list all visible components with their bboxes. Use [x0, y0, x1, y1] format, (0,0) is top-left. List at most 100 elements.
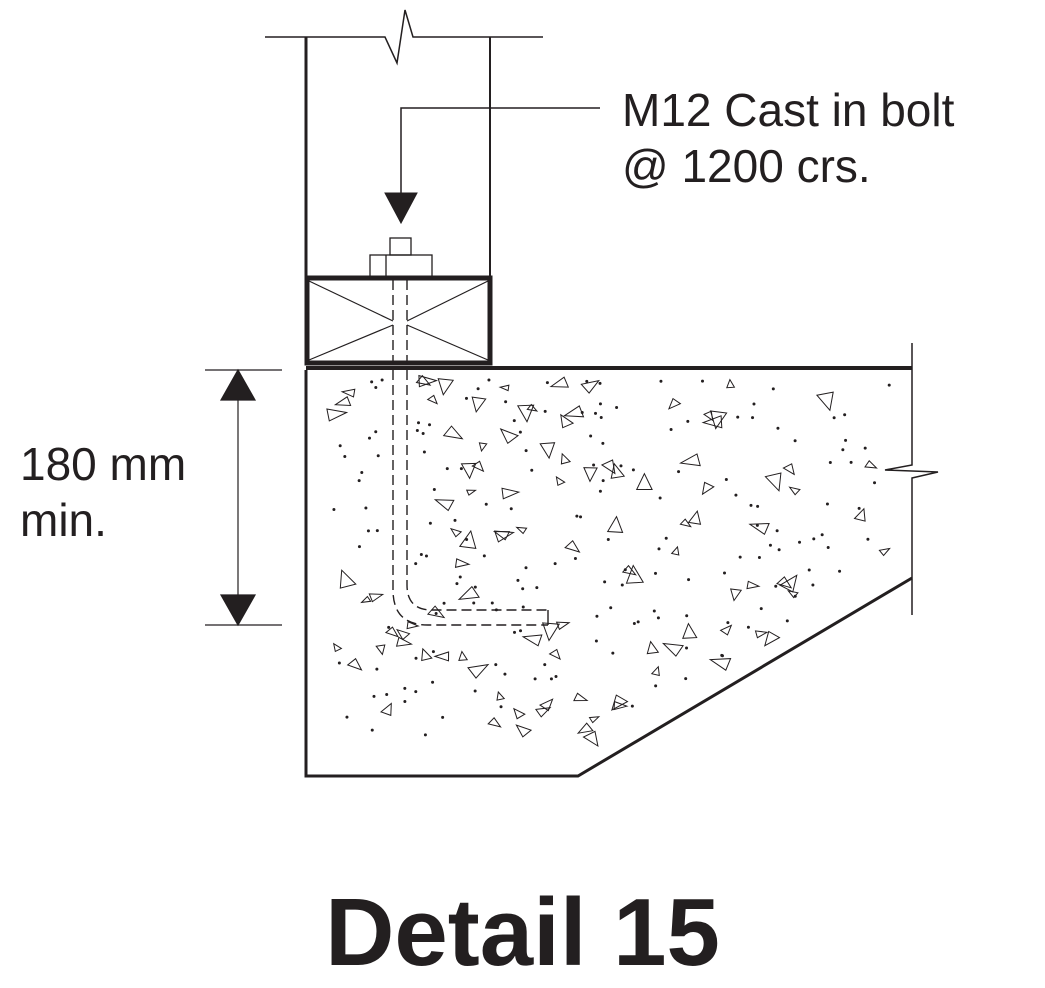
dimension-arrow-down-icon [219, 594, 257, 627]
aggregate [326, 374, 891, 748]
aggregate-dot [519, 629, 523, 633]
aggregate-stone [788, 486, 801, 496]
aggregate-dot [724, 477, 728, 481]
aggregate-stone [487, 717, 502, 728]
aggregate-stone [437, 378, 455, 396]
aggregate-dot [738, 555, 742, 559]
aggregate-dot [530, 468, 534, 472]
aggregate-dot [652, 609, 656, 613]
aggregate-dot [755, 523, 759, 527]
aggregate-stone [682, 622, 698, 639]
aggregate-stone [709, 410, 728, 430]
aggregate-stone [396, 628, 411, 641]
aggregate-stone [679, 453, 701, 467]
aggregate-dot [499, 705, 503, 709]
aggregate-stone [541, 622, 561, 642]
aggregate-dot [636, 620, 640, 624]
aggregate-stone [555, 475, 566, 487]
aggregate-dot [585, 379, 589, 383]
aggregate-dot [364, 506, 368, 510]
aggregate-dot [654, 684, 658, 688]
aggregate-dot [473, 585, 477, 589]
aggregate-dot [873, 481, 877, 485]
aggregate-dot [380, 378, 384, 382]
nut-washer [369, 237, 433, 279]
aggregate-dot [857, 506, 861, 510]
aggregate-dot [630, 704, 634, 708]
aggregate-stone [433, 651, 450, 662]
leader-arrow [384, 107, 600, 225]
aggregate-dot [370, 380, 374, 384]
aggregate-dot [535, 586, 539, 590]
aggregate-dot [606, 538, 610, 542]
aggregate-stone [501, 487, 521, 500]
aggregate-dot [771, 387, 775, 391]
aggregate-dot [521, 587, 525, 591]
aggregate-dot [589, 434, 593, 438]
dimension-label-line1: 180 mm [20, 438, 187, 490]
aggregate-dot [785, 619, 789, 623]
aggregate-dot [516, 578, 520, 582]
aggregate-dot [601, 479, 605, 483]
aggregate-dot [431, 680, 435, 684]
aggregate-dot [357, 545, 361, 549]
aggregate-dot [619, 464, 623, 468]
aggregate-dot [414, 690, 418, 694]
aggregate-stone [878, 547, 891, 557]
aggregate-stone [360, 595, 372, 604]
aggregate-dot [887, 383, 891, 387]
aggregate-dot [422, 450, 426, 454]
aggregate-stone [326, 408, 349, 422]
aggregate-stone [467, 663, 490, 679]
aggregate-stone [701, 415, 723, 429]
aggregate-stone [465, 489, 477, 496]
aggregate-stone [746, 580, 761, 590]
aggregate-stone [787, 590, 799, 599]
dimension-arrow-up-icon [219, 368, 257, 401]
aggregate-stone [661, 642, 684, 657]
aggregate-dot [751, 416, 755, 420]
aggregate-stone [499, 428, 520, 445]
aggregate-dot [434, 612, 438, 616]
aggregate-dot [723, 571, 727, 575]
aggregate-dot [592, 463, 596, 467]
aggregate-stone [864, 460, 878, 469]
aggregate-stone [442, 425, 464, 440]
aggregate-dot [473, 689, 477, 693]
aggregate-dot [337, 661, 341, 665]
aggregate-stone [613, 700, 629, 711]
aggregate-dot [736, 415, 740, 419]
aggregate-dot [357, 479, 361, 483]
aggregate-stone [539, 442, 556, 460]
aggregate-stone [458, 529, 477, 549]
aggregate-dot [726, 621, 730, 625]
aggregate-dot [503, 672, 507, 676]
aggregate-stone [670, 545, 680, 556]
aggregate-stone [384, 626, 399, 638]
aggregate-dot [385, 693, 389, 697]
aggregate-dot [843, 413, 847, 417]
aggregate-stone [548, 648, 561, 661]
aggregate-dot [419, 553, 423, 557]
aggregate-dot [757, 556, 761, 560]
aggregate-stone [421, 647, 433, 662]
aggregate-dot [575, 514, 579, 518]
aggregate-dot [598, 402, 602, 406]
aggregate-dot [487, 378, 491, 382]
aggregate-stone [521, 634, 543, 647]
aggregate-dot [455, 582, 459, 586]
aggregate-stone [667, 397, 682, 410]
aggregate-dot [554, 674, 558, 678]
aggregate-dot [509, 507, 513, 511]
aggregate-dot [472, 601, 476, 605]
aggregate-dot [775, 529, 779, 533]
aggregate-stone [515, 724, 533, 738]
aggregate-dot [863, 446, 867, 450]
aggregate-stone [853, 507, 866, 522]
aggregate-dot [543, 663, 547, 667]
aggregate-dot [372, 694, 376, 698]
aggregate-dot [598, 489, 602, 493]
cast-in-bolt [392, 280, 549, 626]
aggregate-stone [426, 394, 439, 405]
